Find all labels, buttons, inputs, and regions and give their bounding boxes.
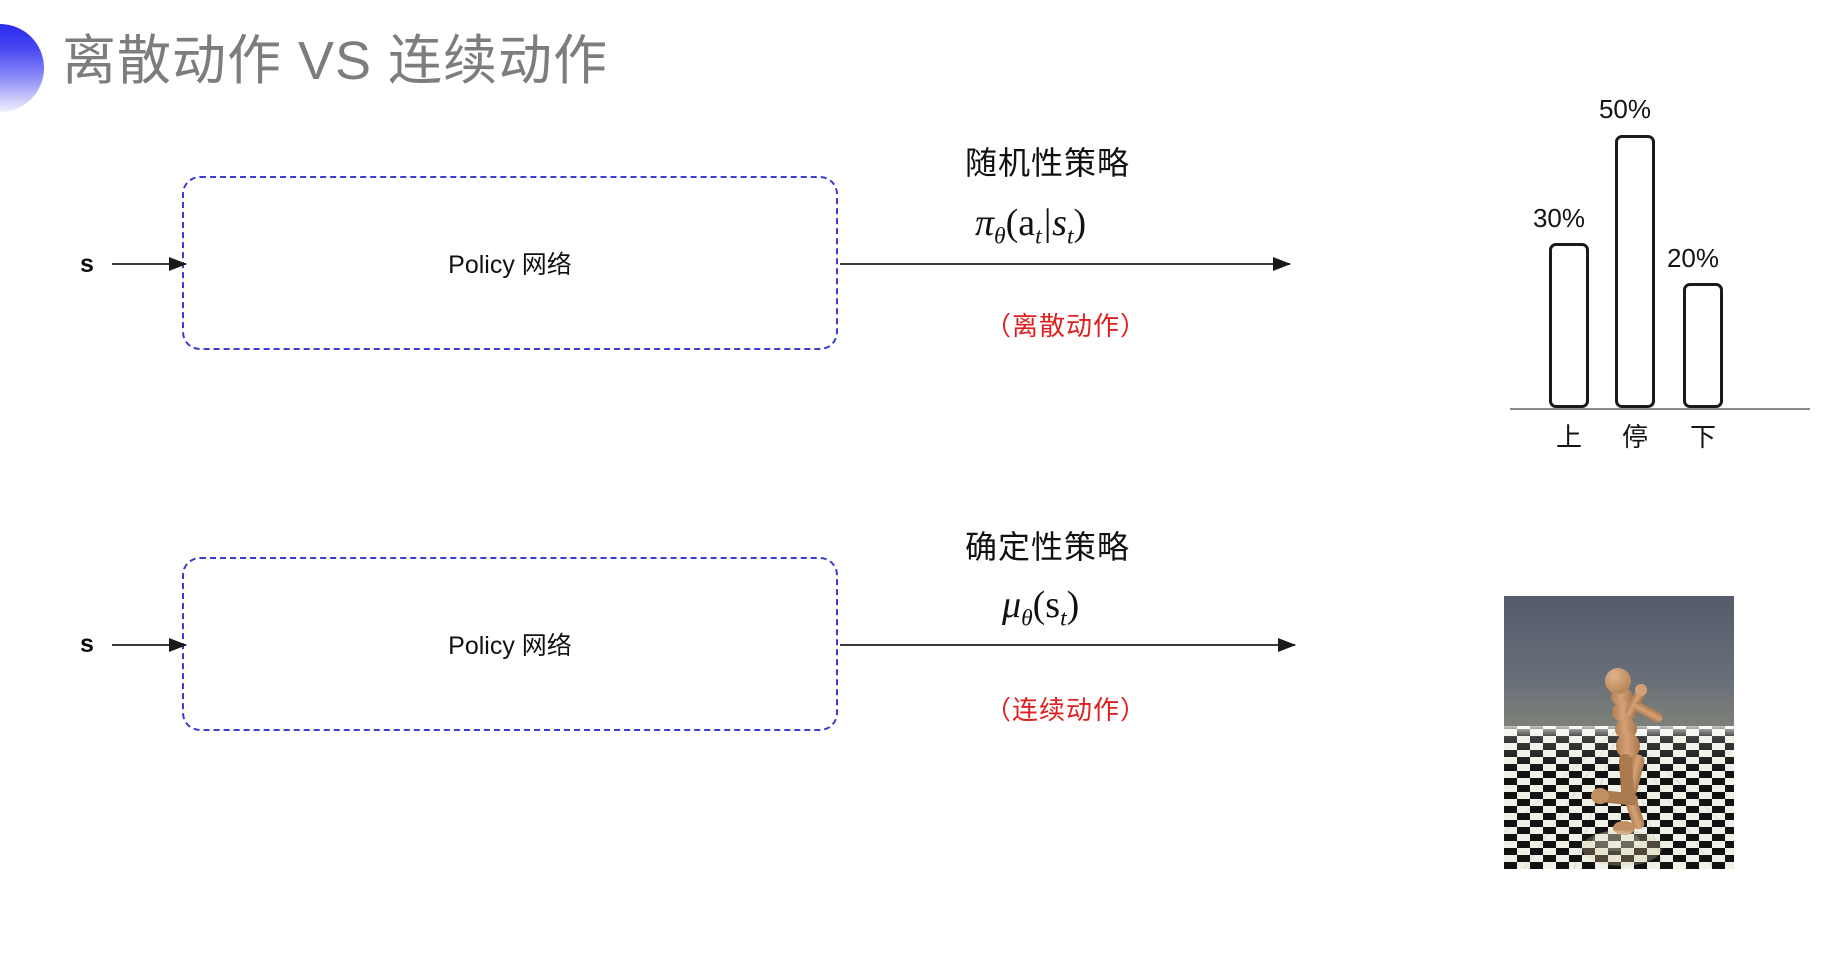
row1-policy-formula: πθ(at|st) [975, 201, 1086, 251]
row1-formula-tail-sub: t [1066, 223, 1074, 250]
bar-value-1: 50% [1598, 94, 1652, 124]
title-bullet-icon [0, 24, 44, 112]
row1-formula-head-sub: θ [994, 223, 1006, 250]
bar-value-0: 30% [1532, 203, 1586, 233]
bar-category-1: 停 [1621, 422, 1648, 452]
row2-policy-kind-label: 确定性策略 [965, 529, 1131, 565]
row2-policy-network-box[interactable]: Policy 网络 [182, 557, 838, 731]
row2-formula-head-sub: θ [1021, 605, 1033, 632]
row1-policy-kind-label: 随机性策略 [965, 145, 1131, 181]
reflection-highlight [1592, 831, 1640, 851]
row1-policy-network-box[interactable]: Policy 网络 [182, 176, 838, 350]
row2-policy-formula: μθ(st) [1002, 583, 1079, 633]
chart-x-axis [1510, 408, 1810, 410]
row1-input-label: s [80, 250, 94, 278]
humanoid-figure [1591, 668, 1663, 835]
bar-2 [1683, 283, 1723, 408]
row1-formula-close: ) [1073, 202, 1087, 244]
humanoid-svg [1504, 596, 1734, 869]
row2-formula-head: μ [1002, 584, 1022, 626]
discrete-action-bar-chart: 30% 上 50% 停 20% 下 [1505, 94, 1825, 452]
bar-category-0: 上 [1555, 422, 1582, 452]
row2-formula-close: ) [1066, 584, 1080, 626]
row2-formula-body: (s [1032, 584, 1061, 626]
row1-action-type-label: （离散动作） [985, 311, 1148, 341]
bar-0 [1549, 243, 1589, 408]
row1-policy-network-label: Policy 网络 [448, 251, 572, 279]
bar-value-2: 20% [1666, 243, 1720, 273]
row1-formula-body: (a [1005, 202, 1036, 244]
row1-formula-body-sub: t [1035, 223, 1042, 250]
row1-formula-mid: |s [1041, 202, 1067, 244]
row2-action-type-label: （连续动作） [985, 695, 1148, 725]
row2-policy-network-label: Policy 网络 [448, 632, 572, 660]
row1-formula-head: π [975, 202, 995, 244]
reflection [1582, 830, 1662, 866]
continuous-action-humanoid-image [1504, 596, 1734, 869]
bar-category-2: 下 [1689, 422, 1716, 452]
page-title: 离散动作 VS 连续动作 [62, 31, 609, 91]
row2-input-label: s [80, 630, 94, 658]
row2-formula-body-sub: t [1060, 605, 1067, 632]
bar-1 [1615, 135, 1655, 408]
